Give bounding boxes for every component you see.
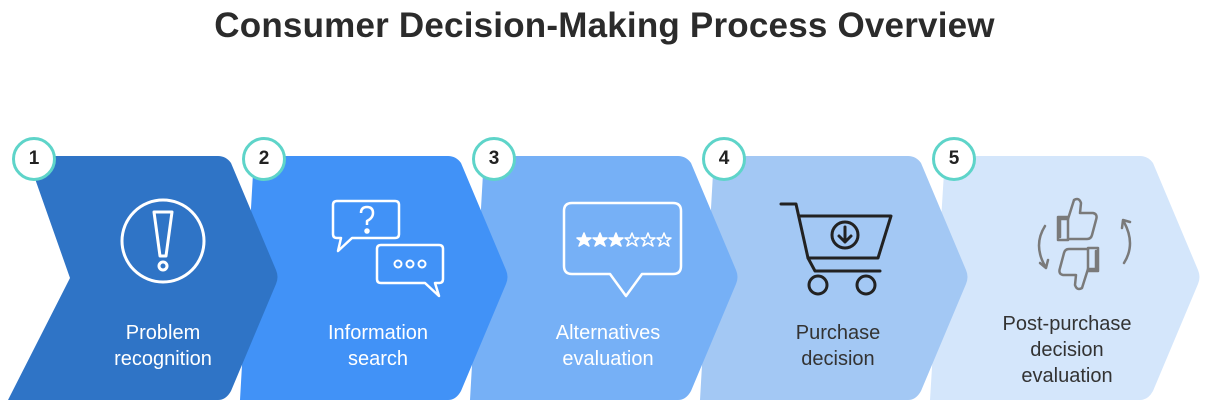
step-5-label: Post-purchase decision evaluation — [972, 311, 1162, 389]
step-4-label: Purchase decision — [743, 320, 933, 372]
step-3-number-badge: 3 — [472, 137, 516, 181]
step-2-label-line-2: search — [347, 348, 409, 370]
step-1-label-line-1: Problem — [125, 322, 201, 344]
step-1-number-badge: 1 — [12, 137, 56, 181]
step-1-label: Problem recognition — [68, 320, 258, 372]
step-5-label-line-2: decision — [1030, 339, 1104, 361]
step-2-chevron — [240, 156, 508, 400]
shopping-cart-icon — [779, 202, 893, 296]
step-4-number-badge: 4 — [702, 137, 746, 181]
step-3-label-line-1: Alternatives — [555, 322, 661, 344]
exclamation-circle-icon — [120, 198, 206, 284]
step-3-label: Alternatives evaluation — [513, 320, 703, 372]
thumbs-cycle-icon — [1037, 197, 1132, 291]
step-3-label-line-2: evaluation — [562, 348, 654, 370]
chat-bubbles-icon — [331, 199, 445, 298]
step-3-chevron — [470, 156, 738, 400]
step-4-chevron — [700, 156, 968, 400]
step-2-label: Information search — [283, 320, 473, 372]
step-4-label-line-2: decision — [801, 348, 875, 370]
step-2-label-line-1: Information — [327, 322, 429, 344]
page-title: Consumer Decision-Making Process Overvie… — [214, 6, 995, 45]
rating-stars-icon — [562, 201, 683, 298]
step-5-label-line-3: evaluation — [1021, 365, 1113, 387]
step-1-label-line-2: recognition — [114, 348, 212, 370]
step-5-chevron — [930, 156, 1200, 400]
step-5-label-line-1: Post-purchase — [1002, 313, 1132, 335]
step-2-number-badge: 2 — [242, 137, 286, 181]
step-4-label-line-1: Purchase — [795, 322, 881, 344]
step-5-number-badge: 5 — [932, 137, 976, 181]
